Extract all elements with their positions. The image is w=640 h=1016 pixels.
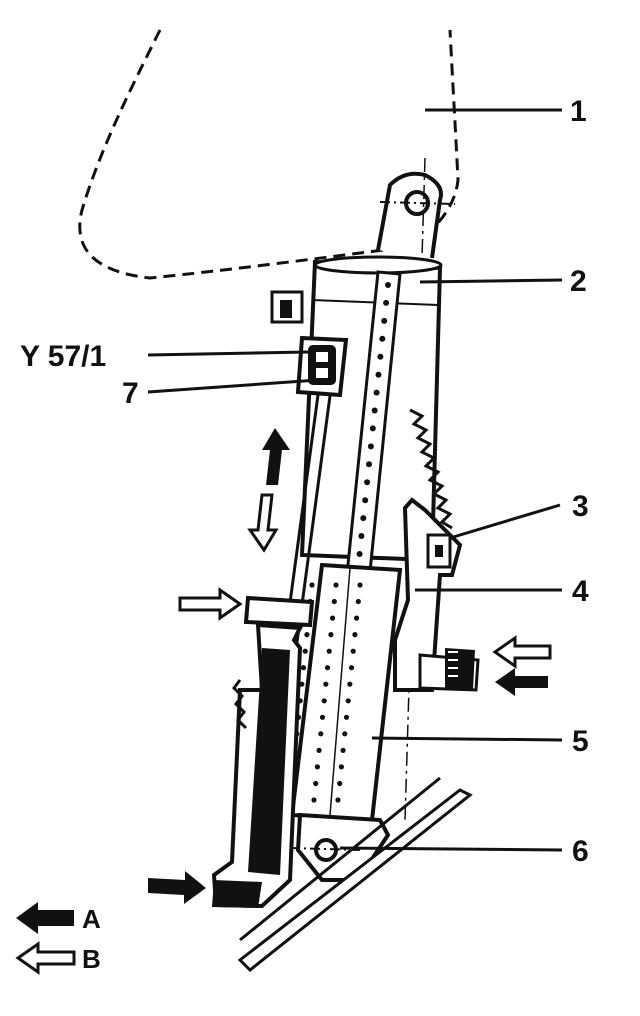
perforation-hole <box>383 299 390 306</box>
sleeve-hole <box>300 665 307 671</box>
callout-1: 1 <box>570 95 587 128</box>
callout-4: 4 <box>572 575 589 608</box>
sleeve-hole <box>313 780 319 787</box>
leader-lines <box>147 108 563 852</box>
arrow-right-outline-icon <box>178 587 243 621</box>
release-collar <box>243 595 315 628</box>
legend-a-label: A <box>82 904 101 934</box>
legend: A B <box>15 902 101 975</box>
perforation-hole <box>379 335 386 342</box>
sleeve-hole <box>324 665 331 671</box>
legend-b-label: B <box>82 944 101 974</box>
sleeve-hole <box>319 714 326 720</box>
callout-7: 7 <box>122 377 139 410</box>
sleeve-hole <box>343 714 350 720</box>
sleeve-hole <box>340 747 346 754</box>
sleeve-hole <box>350 648 356 654</box>
sleeve-hole <box>299 681 305 687</box>
sleeve-hole <box>348 665 355 671</box>
sleeve-hole <box>335 797 341 803</box>
sleeve-hole <box>331 598 337 605</box>
sleeve-hole <box>311 797 317 803</box>
perforation-hole <box>366 461 372 468</box>
perforation-hole <box>385 282 391 288</box>
callout-y57-1: Y 57/1 <box>20 340 106 373</box>
sleeve-hole <box>314 764 320 770</box>
sleeve-hole <box>318 731 324 737</box>
arrow-down-outline-icon <box>247 493 279 553</box>
sleeve-hole <box>330 615 336 621</box>
sleeve-hole <box>355 598 361 605</box>
perforation-hole <box>362 497 369 504</box>
perforation-hole <box>373 389 380 396</box>
seat-backrest-outline <box>78 29 460 280</box>
arrow-left-outline-icon <box>492 635 552 669</box>
callout-2: 2 <box>570 265 587 298</box>
arrow-up-solid-icon <box>262 428 290 485</box>
sleeve-hole <box>354 615 360 621</box>
arrow-left-solid-icon <box>495 668 548 696</box>
sleeve-hole <box>333 582 339 588</box>
callout-6: 6 <box>572 835 589 868</box>
perforation-hole <box>358 533 365 539</box>
sleeve-hole <box>328 632 334 638</box>
sleeve-hole <box>338 764 344 770</box>
sleeve-hole <box>316 747 322 754</box>
perforation-hole <box>381 317 388 324</box>
perforation-hole <box>367 443 374 450</box>
perforation-hole <box>360 515 367 522</box>
sleeve-hole <box>342 731 348 737</box>
sleeve-hole <box>352 632 358 638</box>
sleeve-hole <box>337 780 343 787</box>
sleeve-hole <box>357 582 363 588</box>
legend-a-solid-arrow-icon <box>16 902 74 934</box>
perforation-hole <box>364 479 371 486</box>
sleeve-hole <box>321 698 327 704</box>
release-handle <box>211 622 304 909</box>
perforation-hole <box>356 551 363 557</box>
perforation-hole <box>377 353 384 360</box>
sleeve-hole <box>309 582 315 588</box>
sleeve-hole <box>302 648 308 654</box>
callout-3: 3 <box>572 490 589 523</box>
sleeve-hole <box>345 698 351 704</box>
perforation-hole <box>371 407 378 414</box>
upper-pivot-mount <box>376 157 456 821</box>
perforation-hole <box>375 371 382 378</box>
sleeve-hole <box>347 681 353 687</box>
sleeve-hole <box>323 681 329 687</box>
locking-bracket <box>393 497 480 692</box>
legend-b-outline-arrow-icon <box>15 941 76 975</box>
callout-5: 5 <box>572 725 589 758</box>
sleeve-hole <box>304 632 310 638</box>
sleeve-hole <box>326 648 332 654</box>
arrow-right-solid-icon <box>148 871 206 904</box>
perforation-hole <box>369 425 376 432</box>
